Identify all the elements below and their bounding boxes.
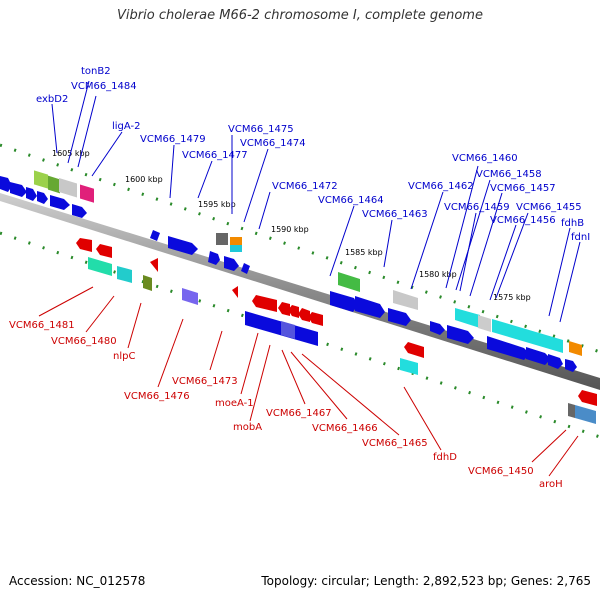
scale-label: 1575 kbp <box>493 293 531 302</box>
gene-label-nlpC: nlpC <box>113 351 135 362</box>
gene-arrow <box>168 236 198 255</box>
gene-arrow <box>76 238 92 252</box>
gene-label-VCM66_1458: VCM66_1458 <box>476 169 542 180</box>
forward-leaders <box>51 80 581 323</box>
gene-label-aroH: aroH <box>539 479 563 490</box>
gene-arrow <box>308 312 323 326</box>
gene-arrow <box>355 296 385 318</box>
gene-label-VCM66_1463: VCM66_1463 <box>362 209 428 220</box>
gene-label-VCM66_1464: VCM66_1464 <box>318 195 384 206</box>
gene-label-VCM66_1477: VCM66_1477 <box>182 150 248 161</box>
gene-arrow <box>298 308 310 322</box>
gene-arrow <box>96 244 112 258</box>
scale-ticks-upper <box>0 143 600 354</box>
gene-label-VCM66_1462: VCM66_1462 <box>408 181 474 192</box>
gene-arrow <box>10 182 27 197</box>
gene-label-VCM66_1459: VCM66_1459 <box>444 202 510 213</box>
gene-label-VCM66_1465: VCM66_1465 <box>362 438 428 449</box>
gene-arrow <box>278 302 290 316</box>
gene-label-VCM66_1474: VCM66_1474 <box>240 138 306 149</box>
gene-arrow <box>548 354 563 369</box>
gene-arrow <box>37 191 48 204</box>
gene-arrow <box>241 263 250 274</box>
gene-arrow <box>150 230 160 241</box>
gene-arrow <box>288 305 299 318</box>
gene-label-VCM66_1479: VCM66_1479 <box>140 134 206 145</box>
forward-features <box>34 170 582 356</box>
gene-arrow <box>330 291 358 312</box>
gene-arrow <box>565 359 577 372</box>
scale-label: 1580 kbp <box>419 270 457 279</box>
gene-arrow <box>72 204 87 218</box>
gene-label-VCM66_1473: VCM66_1473 <box>172 376 238 387</box>
gene-label-mobA: mobA <box>233 422 262 433</box>
gene-arrow <box>430 321 445 335</box>
scale-label: 1585 kbp <box>345 248 383 257</box>
reverse-features <box>88 257 596 424</box>
scale-label: 1600 kbp <box>125 175 163 184</box>
map-title: Vibrio cholerae M66-2 chromosome I, comp… <box>117 8 483 23</box>
gene-arrow <box>487 336 530 360</box>
gene-label-fdhB: fdhB <box>561 218 584 229</box>
gene-label-VCM66_1481: VCM66_1481 <box>9 320 75 331</box>
gene-arrow <box>208 251 220 265</box>
gene-arrow <box>252 295 277 312</box>
gene-label-VCM66_1476: VCM66_1476 <box>124 391 190 402</box>
gene-arrow <box>26 187 37 201</box>
gene-arrow <box>50 195 70 210</box>
gene-arrow <box>404 342 424 358</box>
gene-label-ligA-2: ligA-2 <box>112 121 141 132</box>
gene-arrow <box>526 347 551 365</box>
gene-label-VCM66_1460: VCM66_1460 <box>452 153 518 164</box>
gene-arrow <box>224 256 239 271</box>
reverse-genes <box>76 238 597 406</box>
reverse-leaders <box>38 286 579 477</box>
gene-arrow <box>232 286 238 298</box>
chromosome-backbone <box>0 193 600 390</box>
gene-label-VCM66_1484: VCM66_1484 <box>71 81 137 92</box>
gene-label-tonB2: tonB2 <box>81 66 111 77</box>
scale-label: 1590 kbp <box>271 225 309 234</box>
gene-arrow <box>388 308 411 326</box>
gene-arrow <box>447 325 474 344</box>
gene-label-fdnI: fdnI <box>571 232 590 243</box>
gene-label-VCM66_1456: VCM66_1456 <box>490 215 556 226</box>
gene-label-moeA-1: moeA-1 <box>215 398 254 409</box>
forward-genes <box>0 176 577 372</box>
gene-label-VCM66_1457: VCM66_1457 <box>490 183 556 194</box>
gene-label-fdhD: fdhD <box>433 452 457 463</box>
gene-label-VCM66_1455: VCM66_1455 <box>516 202 582 213</box>
gene-label-VCM66_1466: VCM66_1466 <box>312 423 378 434</box>
gene-label-VCM66_1450: VCM66_1450 <box>468 466 534 477</box>
gene-label-VCM66_1475: VCM66_1475 <box>228 124 294 135</box>
accession-text: Accession: NC_012578 <box>9 574 146 588</box>
gene-arrow <box>0 176 12 192</box>
gene-label-exbD2: exbD2 <box>36 94 68 105</box>
gene-arrow <box>578 390 597 406</box>
gene-label-VCM66_1467: VCM66_1467 <box>266 408 332 419</box>
gene-label-VCM66_1472: VCM66_1472 <box>272 181 338 192</box>
scale-label: 1595 kbp <box>198 200 236 209</box>
gene-label-VCM66_1480: VCM66_1480 <box>51 336 117 347</box>
gene-arrow <box>150 258 158 272</box>
topology-text: Topology: circular; Length: 2,892,523 bp… <box>261 574 591 588</box>
